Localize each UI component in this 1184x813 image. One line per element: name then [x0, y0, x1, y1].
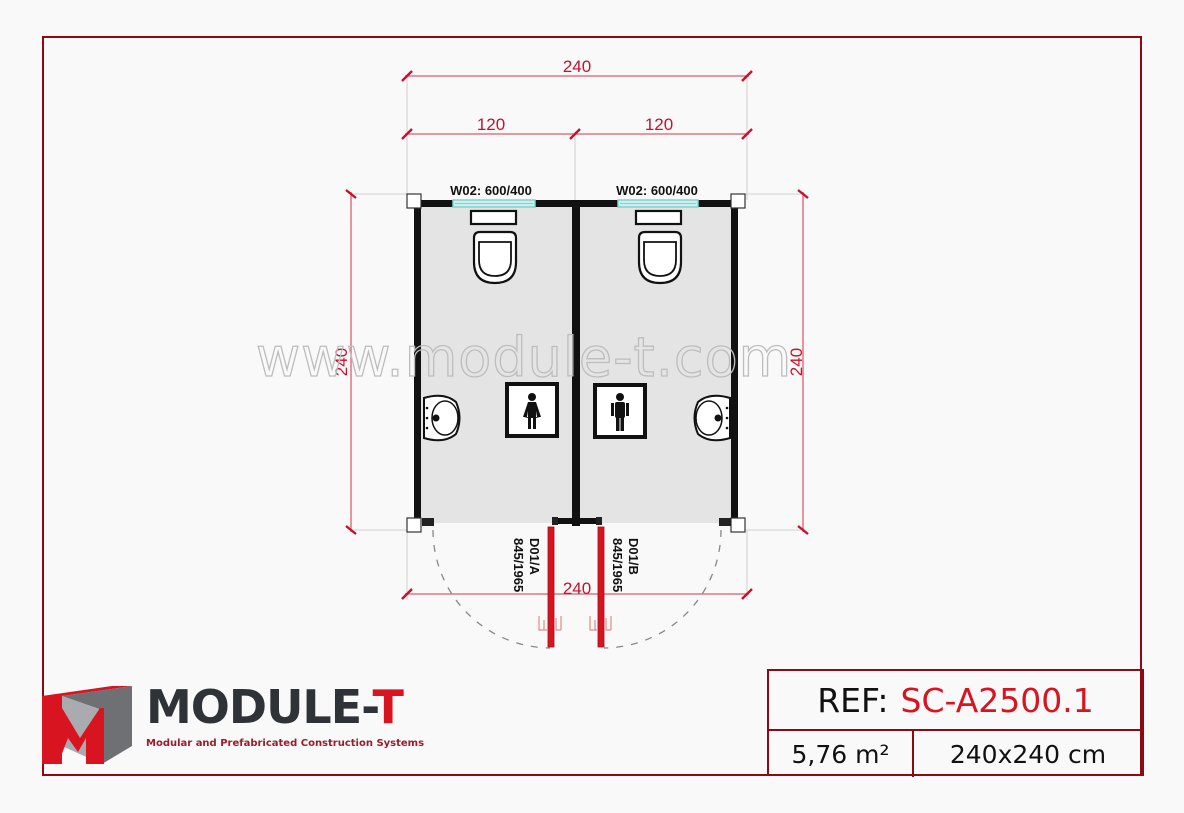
corner-post — [730, 517, 746, 533]
dim-bottom-overall: 240 — [563, 579, 591, 598]
drawing-frame-bottom — [42, 774, 1144, 776]
module-t-logo-icon — [42, 686, 132, 764]
door-right-id: D01/B — [626, 538, 641, 575]
window-left-label: W02: 600/400 — [450, 183, 532, 198]
dim-left-side: 240 — [332, 348, 351, 376]
sink-icon — [423, 394, 461, 442]
corner-post — [730, 193, 746, 209]
dim-right-side: 240 — [787, 348, 806, 376]
window-right — [617, 199, 699, 208]
drawing-frame — [42, 36, 1142, 774]
door-leaf-left — [547, 526, 555, 648]
dim-top-left-module: 120 — [477, 115, 505, 134]
dim-top-right-module: 120 — [645, 115, 673, 134]
door-swing-right — [603, 529, 722, 649]
door-handle-icon — [589, 616, 612, 631]
toilet-icon — [469, 209, 518, 285]
door-swing-left — [432, 529, 551, 649]
door-handle-icon — [538, 616, 562, 631]
door-left-size: 845/1965 — [511, 538, 526, 592]
ref-label: REF: — [817, 680, 889, 720]
toilet-icon — [634, 209, 683, 285]
area-value: 5,76 m² — [769, 731, 914, 777]
ref-code: SC-A2500.1 — [900, 680, 1094, 720]
window-right-label: W02: 600/400 — [616, 183, 698, 198]
logo-name-accent: T — [372, 680, 403, 734]
dim-top-overall: 240 — [563, 57, 591, 76]
corner-post — [406, 517, 422, 533]
specs-row: 5,76 m² 240x240 cm — [769, 731, 1142, 777]
reference-row: REF: SC-A2500.1 — [769, 671, 1142, 731]
door-right-size: 845/1965 — [610, 538, 625, 592]
size-value: 240x240 cm — [949, 739, 1107, 769]
sink-icon — [693, 394, 731, 442]
male-toilet-icon — [593, 383, 647, 439]
door-leaf-right — [597, 526, 605, 648]
logo-tagline: Modular and Prefabricated Construction S… — [146, 738, 425, 749]
door-left-id: D01/A — [527, 538, 542, 575]
logo-name-main: MODULE- — [146, 680, 373, 734]
logo-name: MODULE-T — [146, 680, 404, 734]
window-left — [452, 199, 536, 208]
corner-post — [406, 193, 422, 209]
female-toilet-icon — [505, 382, 559, 438]
company-logo: MODULE-T Modular and Prefabricated Const… — [42, 680, 442, 766]
title-block: REF: SC-A2500.1 5,76 m² 240x240 cm — [767, 669, 1144, 777]
